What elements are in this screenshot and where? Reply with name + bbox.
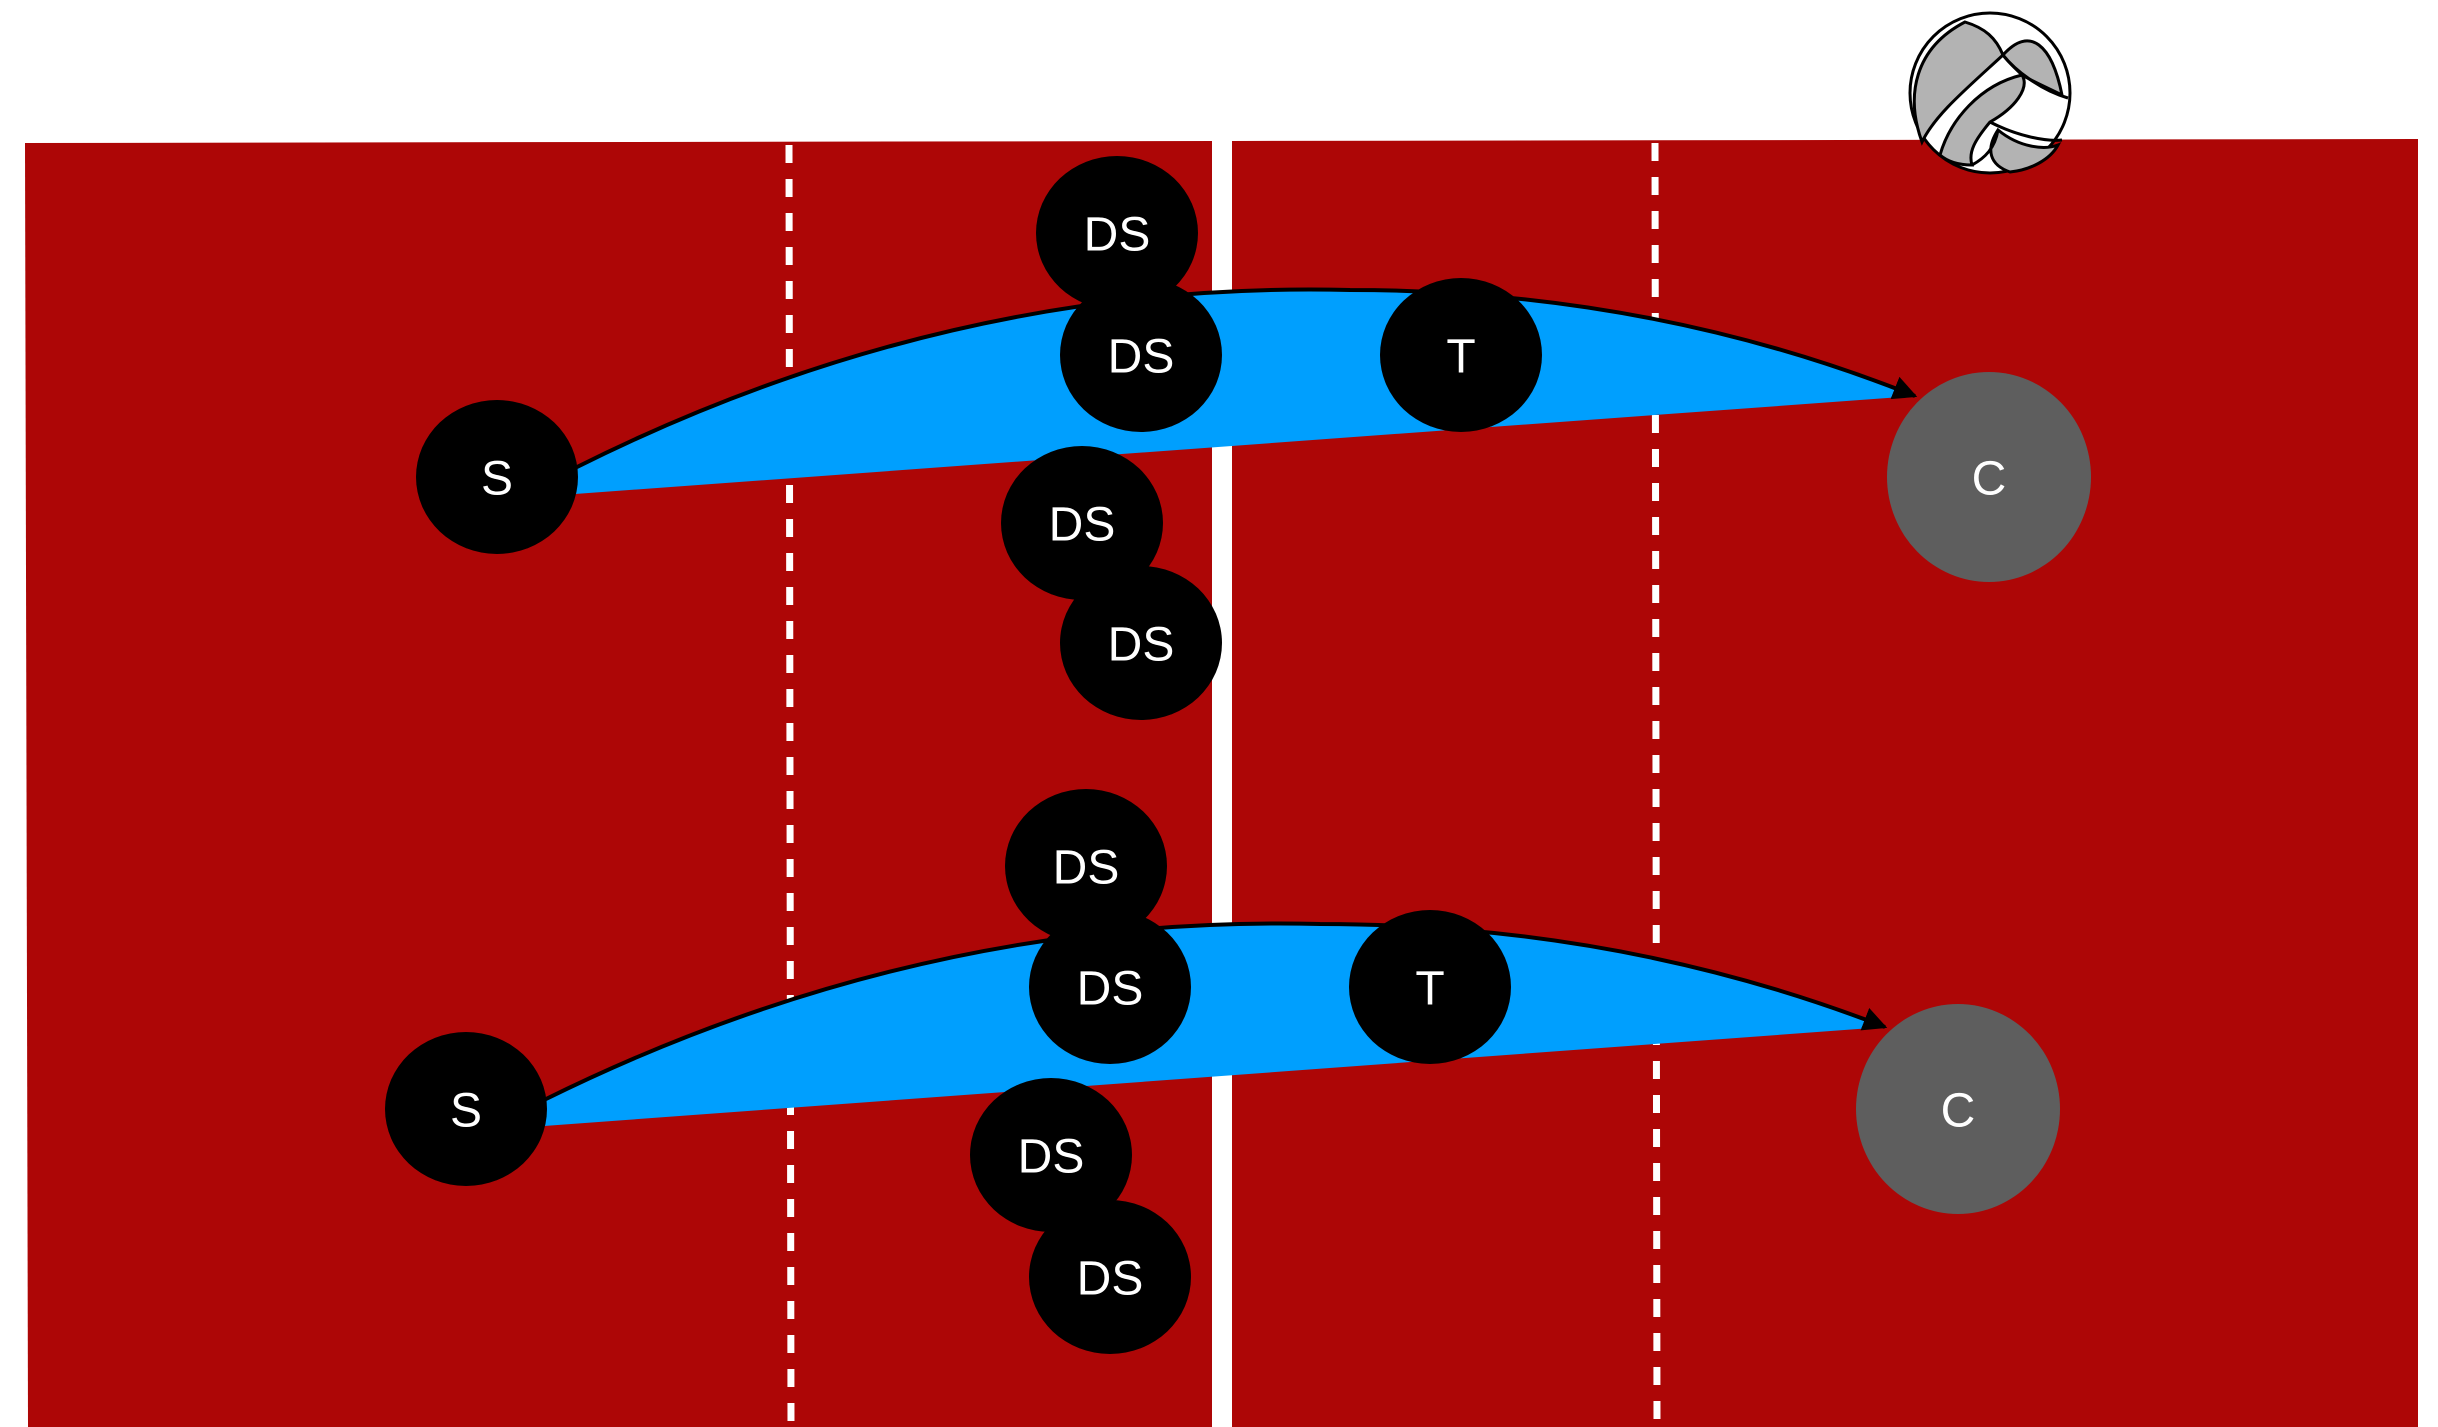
player-blocker: DS xyxy=(970,1078,1132,1232)
player-blocker: DS xyxy=(1060,566,1222,720)
player-blocker: DS xyxy=(1005,789,1167,943)
svg-text:S: S xyxy=(481,453,513,506)
svg-text:DS: DS xyxy=(1077,1253,1144,1306)
svg-text:DS: DS xyxy=(1053,842,1120,895)
player-blocker: DS xyxy=(1060,278,1222,432)
svg-text:DS: DS xyxy=(1108,619,1175,672)
svg-text:S: S xyxy=(450,1085,482,1138)
svg-text:DS: DS xyxy=(1077,963,1144,1016)
player-tipper: T xyxy=(1349,910,1511,1064)
player-blocker: DS xyxy=(1029,1200,1191,1354)
ball-trajectory xyxy=(544,923,1885,1126)
attack-line-left xyxy=(785,144,795,1427)
svg-text:T: T xyxy=(1446,331,1475,384)
target-center: C xyxy=(1887,372,2091,582)
player-setter: S xyxy=(416,400,578,554)
court-right-half xyxy=(1232,139,2418,1427)
player-setter: S xyxy=(385,1032,547,1186)
player-blocker: DS xyxy=(1029,910,1191,1064)
target-center: C xyxy=(1856,1004,2060,1214)
svg-text:DS: DS xyxy=(1049,499,1116,552)
trajectory-arrow xyxy=(543,921,1888,1102)
svg-text:DS: DS xyxy=(1108,331,1175,384)
drill-group-upper: S DS DS DS DS T C xyxy=(416,156,2091,720)
player-blocker: DS xyxy=(1036,156,1198,310)
svg-text:C: C xyxy=(1972,453,2007,506)
svg-text:DS: DS xyxy=(1018,1131,1085,1184)
trajectory-arrow xyxy=(574,287,1918,470)
ball-trajectory xyxy=(575,289,1915,494)
svg-text:T: T xyxy=(1415,963,1444,1016)
volleyball-icon xyxy=(1908,11,2072,175)
svg-text:C: C xyxy=(1941,1085,1976,1138)
player-tipper: T xyxy=(1380,278,1542,432)
svg-text:DS: DS xyxy=(1084,209,1151,262)
player-blocker: DS xyxy=(1001,446,1163,600)
drill-group-lower: S DS DS DS DS T C xyxy=(385,789,2060,1354)
